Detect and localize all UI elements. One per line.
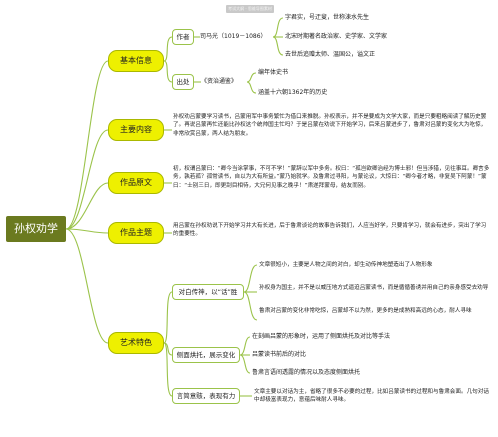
link-book-detail-1 (246, 72, 257, 83)
sub-concise[interactable]: 言简意赅，表现有力 (172, 388, 240, 404)
sub-dialogue[interactable]: 对白传神，以“话”胜 (172, 284, 244, 300)
dialogue-detail-2: 孙权身为国主，并不是以威压地方式逼迫吕蒙读书，而是循循善诱并用自己的亲身感受去劝… (259, 285, 489, 291)
link-contrast-detail-1 (239, 336, 251, 356)
link-root-original (65, 182, 109, 230)
link-name-detail-3 (272, 36, 284, 56)
link-dialogue-detail-1 (243, 264, 258, 293)
original-paragraph: 初，权谓吕蒙曰：“卿今当涂掌事，不可不学！”蒙辞以军中多务。权曰：“孤岂欲卿治经… (173, 166, 490, 189)
branch-art-features[interactable]: 艺术特色 (108, 332, 164, 354)
watermark: 考试大纲 · 思维导图素材 (226, 5, 274, 13)
link-root-basic (65, 60, 109, 230)
dialogue-detail-3: 鲁肃对吕蒙的变化非常吃惊，吕蒙却不以为然，更多的是成熟和高远的心态，耐人寻味 (259, 308, 472, 314)
branch-original-text[interactable]: 作品原文 (108, 172, 164, 194)
link-art-concise (163, 342, 173, 397)
concise-paragraph: 文章主要以对话为主，省略了很多不必要的过程，比如吕蒙读书的过程和与鲁肃会面。几句… (254, 389, 489, 404)
link-root-content (65, 129, 109, 230)
sub-contrast[interactable]: 侧面烘托，展示变化 (172, 347, 240, 363)
branch-basic-info[interactable]: 基本信息 (108, 50, 164, 72)
author-detail-2: 北宋时期著名政治家、史学家、文学家 (285, 33, 388, 40)
branch-main-content[interactable]: 主要内容 (108, 119, 164, 141)
source-detail-1: 编年体史书 (258, 69, 289, 76)
author-detail-1: 字君实，号迂叟，世称涑水先生 (285, 14, 370, 21)
link-name-detail-1 (272, 17, 284, 38)
link-basic-source (163, 60, 173, 83)
author-detail-3: 去世后追赠太师、温国公，谥文正 (285, 51, 376, 58)
content-paragraph: 孙权劝吕蒙要学习读书，吕蒙用军中事务繁忙为借口来推脱。孙权表示，并不是要成为文学… (173, 114, 487, 137)
link-root-art (65, 228, 109, 344)
dialogue-detail-1: 文章很短小，主要是人物之间的对白，却生动传神地塑造出了人物形象 (259, 262, 433, 268)
link-dialogue-detail-3 (243, 291, 258, 321)
link-root-theme (65, 228, 109, 234)
theme-paragraph: 用吕蒙在孙权劝说下开始学习并大有长进，后于鲁肃谈论的故事告诉我们，人应当好学，只… (173, 223, 487, 238)
link-art-dialogue (163, 291, 173, 344)
link-contrast-detail-3 (239, 354, 251, 374)
root-topic[interactable]: 孙权劝学 (6, 216, 66, 242)
contrast-detail-3: 鲁肃言语间透露的情况以及态度侧面烘托 (252, 369, 361, 376)
sub-author[interactable]: 作者 (172, 29, 194, 45)
link-basic-author (163, 36, 173, 62)
author-name: 司马光（1019－1086） (200, 33, 267, 40)
source-book: 《资治通鉴》 (201, 78, 238, 85)
contrast-detail-1: 在刻画吕蒙的形象时，运用了侧面烘托及对比等手法 (252, 333, 391, 340)
sub-source[interactable]: 出处 (172, 74, 194, 90)
branch-theme[interactable]: 作品主题 (108, 222, 164, 244)
link-book-detail-2 (246, 81, 257, 94)
source-detail-2: 涵盖十六朝1362年的历史 (258, 89, 328, 96)
contrast-detail-2: 吕蒙读书前后的对比 (252, 351, 307, 358)
